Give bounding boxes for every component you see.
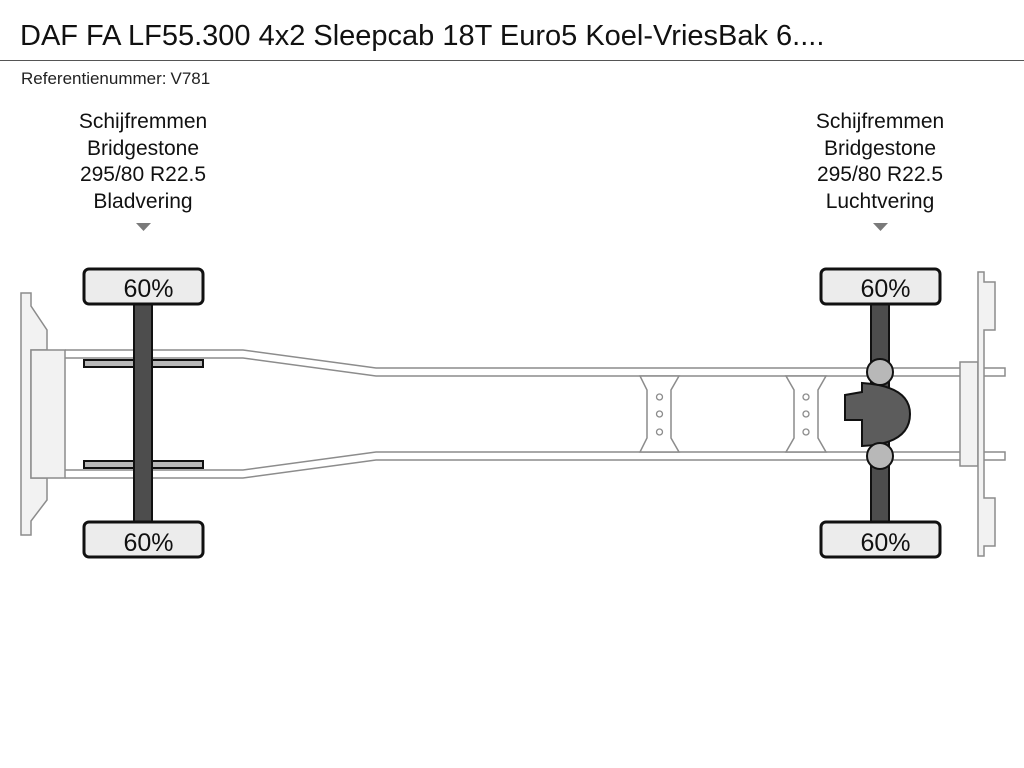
rear-hub-lower (866, 442, 894, 470)
reference-number: Referentienummer:V781 (21, 68, 210, 90)
rear-tire-bottom (819, 520, 942, 559)
front-tire-top (82, 267, 205, 306)
front-crossmember (30, 349, 66, 479)
chassis-rail-lower (65, 451, 1006, 479)
rear-axle-brake: Schijfremmen (815, 110, 945, 133)
page-title: DAF FA LF55.300 4x2 Sleepcab 18T Euro5 K… (20, 20, 825, 52)
crossmember-bolt (802, 428, 810, 436)
rear-crossmember (959, 361, 979, 467)
rear-hub-upper (866, 358, 894, 386)
differential-housing (844, 381, 912, 448)
front-tire-bottom (82, 520, 205, 559)
front-axle-brake: Schijfremmen (78, 110, 208, 133)
rear-tire-bottom-tread: 60% (860, 529, 910, 557)
front-axle-info: Schijfremmen Bridgestone 295/80 R22.5 Bl… (33, 109, 253, 215)
crossmember-bolt (802, 410, 810, 418)
rear-axle-info: Schijfremmen Bridgestone 295/80 R22.5 Lu… (770, 109, 990, 215)
rear-axle-tire-brand: Bridgestone (823, 136, 937, 160)
front-axle-beam (133, 303, 153, 523)
title-divider (0, 60, 1024, 61)
crossmember-bolt (655, 410, 664, 418)
crossmember-bolt (802, 393, 810, 401)
rear-tire-top (819, 267, 942, 306)
crossmember-bolt (655, 393, 664, 401)
rear-axle-pointer-icon (873, 223, 888, 231)
reference-label: Referentienummer: (21, 69, 167, 88)
front-axle-tire-brand: Bridgestone (86, 136, 200, 160)
rear-tire-top-tread: 60% (860, 275, 910, 303)
front-tire-top-tread: 60% (123, 275, 173, 303)
crossmember-bolt (655, 428, 664, 436)
rear-bumper (977, 271, 996, 557)
rear-axle-suspension: Luchtvering (825, 189, 935, 213)
rear-axle-tire-size: 295/80 R22.5 (816, 163, 944, 186)
front-axle-pointer-icon (136, 223, 151, 231)
chassis-rail-upper (65, 349, 1006, 377)
front-tire-bottom-tread: 60% (123, 529, 173, 557)
reference-value: V781 (170, 69, 211, 88)
front-axle-suspension: Bladvering (93, 189, 193, 213)
front-axle-tire-size: 295/80 R22.5 (79, 163, 207, 186)
